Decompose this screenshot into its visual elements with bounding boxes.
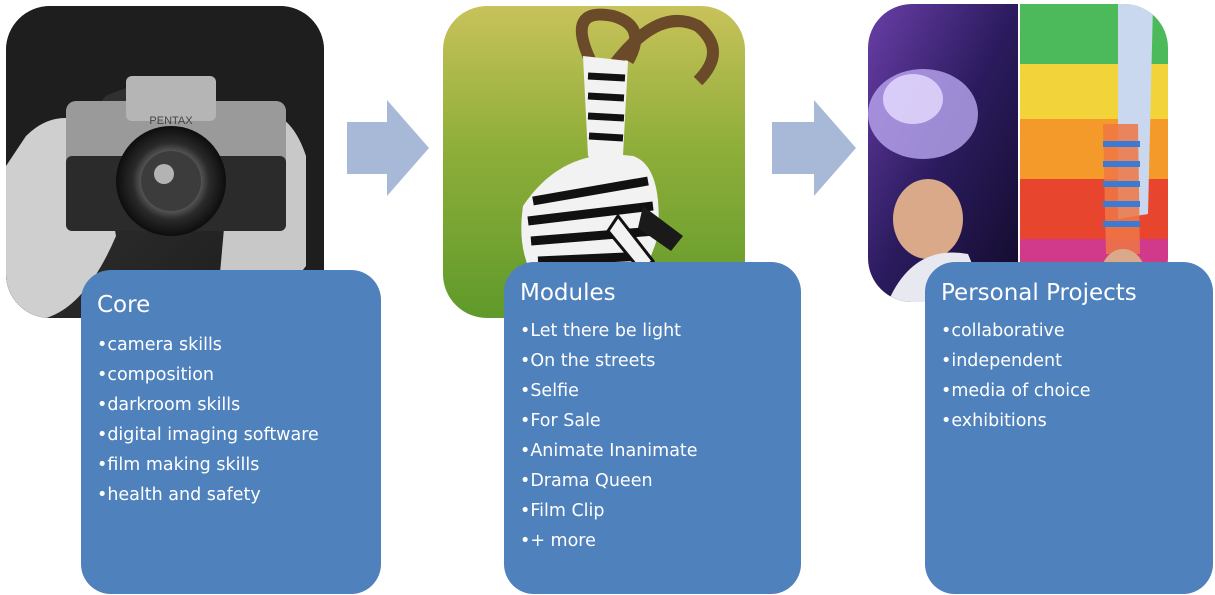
list-item: For Sale (520, 406, 801, 436)
arrow-right-icon (772, 100, 856, 196)
core-card-title: Core (97, 292, 151, 318)
svg-text:PENTAX: PENTAX (149, 115, 193, 127)
list-item: collaborative (941, 316, 1213, 346)
list-item: independent (941, 346, 1213, 376)
list-item: darkroom skills (97, 390, 381, 420)
list-item: Selfie (520, 376, 801, 406)
list-item: + more (520, 526, 801, 556)
modules-card-title: Modules (520, 280, 616, 306)
list-item: Animate Inanimate (520, 436, 801, 466)
list-item: On the streets (520, 346, 801, 376)
list-item: health and safety (97, 480, 381, 510)
personal-projects-card-title: Personal Projects (941, 280, 1137, 306)
list-item: Film Clip (520, 496, 801, 526)
camera-photo: PENTAX (6, 6, 324, 318)
personal-projects-card: Personal Projects collaborative independ… (925, 262, 1213, 594)
arrow-right-icon (347, 100, 429, 196)
modules-card: Modules Let there be light On the street… (504, 262, 801, 594)
core-card: Core camera skills composition darkroom … (81, 270, 381, 594)
list-item: Drama Queen (520, 466, 801, 496)
list-item: camera skills (97, 330, 381, 360)
list-item: exhibitions (941, 406, 1213, 436)
list-item: media of choice (941, 376, 1213, 406)
modules-card-list: Let there be light On the streets Selfie… (520, 316, 801, 556)
list-item: Let there be light (520, 316, 801, 346)
list-item: digital imaging software (97, 420, 381, 450)
personal-projects-photo (868, 4, 1168, 302)
list-item: composition (97, 360, 381, 390)
list-item: film making skills (97, 450, 381, 480)
personal-projects-card-list: collaborative independent media of choic… (941, 316, 1213, 436)
core-card-list: camera skills composition darkroom skill… (97, 330, 381, 510)
